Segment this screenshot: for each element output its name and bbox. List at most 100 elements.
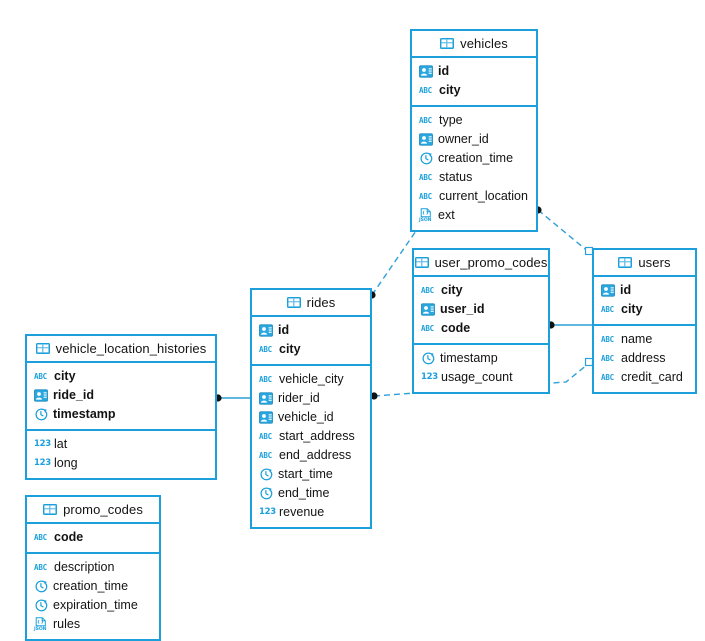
field-label: rules: [53, 617, 81, 631]
entity-header[interactable]: user_promo_codes: [414, 250, 548, 277]
field-row[interactable]: timestamp: [27, 405, 215, 424]
field-row[interactable]: user_id: [414, 300, 548, 319]
relationship-user_promo_codes-to-users[interactable]: [547, 321, 592, 329]
field-row[interactable]: expiration_time: [27, 596, 159, 615]
field-row[interactable]: rider_id: [252, 389, 370, 408]
field-label: code: [441, 321, 471, 335]
field-row[interactable]: vehicle_id: [252, 408, 370, 427]
field-label: name: [621, 332, 653, 346]
table-icon: [35, 342, 50, 355]
abc-icon: ABC: [34, 372, 47, 381]
table-icon: [286, 296, 301, 309]
key-card-icon: [419, 133, 433, 146]
field-label: description: [54, 560, 115, 574]
json-icon: JSON: [419, 208, 433, 223]
clock-icon: [34, 599, 48, 612]
field-label: owner_id: [438, 132, 489, 146]
field-label: city: [439, 83, 461, 97]
relationship-vehicle_location_histories-to-rides[interactable]: [214, 394, 250, 402]
abc-icon: ABC: [421, 286, 434, 295]
field-row[interactable]: ride_id: [27, 386, 215, 405]
field-row[interactable]: JSON rules: [27, 615, 159, 634]
field-label: rider_id: [278, 391, 320, 405]
entity-title: vehicle_location_histories: [55, 341, 207, 356]
key-card-icon: [259, 324, 273, 337]
abc-icon: ABC: [419, 86, 432, 95]
field-row[interactable]: ABC city: [414, 281, 548, 300]
field-row[interactable]: ABC city: [252, 340, 370, 359]
entity-header[interactable]: vehicle_location_histories: [27, 336, 215, 363]
field-row[interactable]: timestamp: [414, 349, 548, 368]
clock-icon: [34, 580, 48, 593]
123-icon: 123: [259, 507, 276, 517]
field-label: address: [621, 351, 666, 365]
clock-icon: [259, 487, 273, 500]
table-icon: [43, 503, 58, 516]
field-row[interactable]: ABC description: [27, 558, 159, 577]
field-label: city: [441, 283, 463, 297]
123-icon: 123: [34, 458, 51, 468]
field-label: user_id: [440, 302, 485, 316]
abc-icon: ABC: [34, 563, 47, 572]
field-row[interactable]: id: [412, 62, 536, 81]
json-icon: JSON: [34, 617, 48, 632]
field-row[interactable]: ABC code: [414, 319, 548, 338]
field-label: ext: [438, 208, 455, 222]
field-row[interactable]: owner_id: [412, 130, 536, 149]
key-card-icon: [259, 392, 273, 405]
entity-header[interactable]: promo_codes: [27, 497, 159, 524]
field-label: id: [620, 283, 632, 297]
abc-icon: ABC: [259, 345, 272, 354]
field-label: type: [439, 113, 463, 127]
field-label: city: [279, 342, 301, 356]
key-card-icon: [601, 284, 615, 297]
abc-icon: ABC: [601, 305, 614, 314]
entity-header[interactable]: rides: [252, 290, 370, 317]
abc-icon: ABC: [259, 451, 272, 460]
field-row[interactable]: creation_time: [27, 577, 159, 596]
field-row[interactable]: creation_time: [412, 149, 536, 168]
field-row[interactable]: id: [594, 281, 695, 300]
abc-icon: ABC: [421, 324, 434, 333]
field-row[interactable]: start_time: [252, 465, 370, 484]
table-icon: [414, 256, 429, 269]
entity-header[interactable]: vehicles: [412, 31, 536, 58]
entity-header[interactable]: users: [594, 250, 695, 277]
field-label: timestamp: [440, 351, 498, 365]
field-row[interactable]: ABC city: [412, 81, 536, 100]
field-row[interactable]: end_time: [252, 484, 370, 503]
field-label: ride_id: [53, 388, 94, 402]
field-row[interactable]: id: [252, 321, 370, 340]
field-row[interactable]: JSON ext: [412, 206, 536, 225]
